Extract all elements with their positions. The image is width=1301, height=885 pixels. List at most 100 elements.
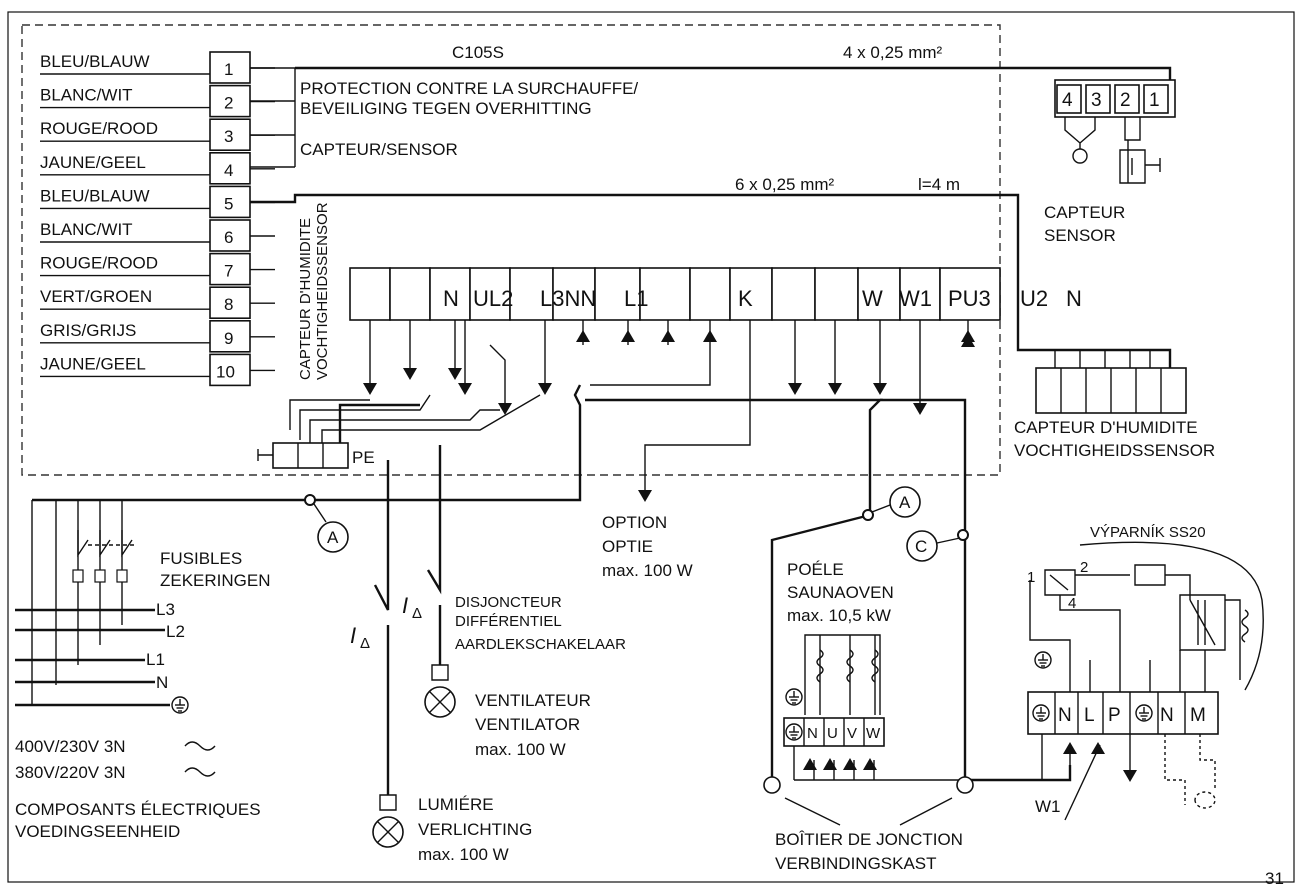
strip-slot-5 <box>552 267 596 321</box>
evaporator-wiring <box>1029 541 1264 720</box>
evaporator-terminal-block <box>1027 691 1219 735</box>
stove-terminal-3: W <box>866 725 881 742</box>
sensor-pin-box-4 <box>1056 84 1082 114</box>
relay-pin-1: 1 <box>1027 569 1035 586</box>
stove-arrow-1 <box>823 758 837 770</box>
fan-fr: VENTILATEUR <box>475 691 591 710</box>
sensor-block-label-nl: SENSOR <box>1044 226 1116 245</box>
arrow-up-2 <box>661 330 675 342</box>
overheat-text-nl: BEVEILIGING TEGEN OVERHITTING <box>300 99 592 118</box>
cable-1-size: 4 x 0,25 mm² <box>843 43 943 62</box>
arrow-down-1 <box>403 368 417 380</box>
junction-leader-left <box>784 797 841 826</box>
ac-symbol-2 <box>184 767 216 777</box>
main-terminal-strip <box>349 267 1001 321</box>
strip-slot-14 <box>939 267 1001 321</box>
relay-pin-4: 4 <box>1068 595 1076 612</box>
strip-label-6: W1 <box>899 286 932 311</box>
stove-heaters <box>804 634 881 715</box>
rcd-sub-1: Δ <box>360 635 370 652</box>
pe-terminal <box>272 442 349 469</box>
stove-terminal-dividers <box>803 718 865 746</box>
arrow-down-7 <box>828 383 842 395</box>
arrow-down-3 <box>458 383 472 395</box>
arrow-down-4 <box>498 403 512 415</box>
sensor-internal-wiring <box>1064 117 1161 184</box>
overheat-text-fr: PROTECTION CONTRE LA SURCHAUFFE/ <box>300 79 638 98</box>
junction-fr: BOÎTIER DE JONCTION <box>775 830 963 849</box>
terminal-number-6: 6 <box>224 228 233 247</box>
evaporator-terminal-dividers <box>1054 692 1186 734</box>
stove-terminal-1: U <box>827 725 838 742</box>
w1-label: W1 <box>1035 797 1061 816</box>
option-fr: OPTION <box>602 513 667 532</box>
cable-1-line <box>295 66 1172 80</box>
cable-2-size: 6 x 0,25 mm² <box>735 175 835 194</box>
light-power: max. 100 W <box>418 845 509 864</box>
terminal-box-7 <box>209 252 251 286</box>
terminal-label-1: BLEU/BLAUW <box>40 52 150 71</box>
sensor-pin-4: 4 <box>1062 90 1073 111</box>
arrow-down-8 <box>873 383 887 395</box>
fan-power: max. 100 W <box>475 740 566 759</box>
pe-label: PE <box>352 448 375 467</box>
supply-wiring <box>15 500 170 707</box>
terminal-label-8: VERT/GROEN <box>40 287 152 306</box>
components-fr: COMPOSANTS ÉLECTRIQUES <box>15 800 261 819</box>
sensor-element <box>1072 148 1088 164</box>
arrow-down-9 <box>913 403 927 415</box>
strip-arrows <box>363 330 1137 782</box>
marker-a-2-text: A <box>899 493 911 512</box>
evap-arrow-down <box>1123 770 1137 782</box>
marker-a-leader-2 <box>871 504 891 513</box>
option-nl: OPTIE <box>602 537 653 556</box>
option-power: max. 100 W <box>602 561 693 580</box>
light-symbol <box>372 794 404 848</box>
evap-terminal-n2: N <box>1160 705 1174 726</box>
strip-slot-12 <box>857 267 901 321</box>
fan-feed <box>426 445 442 665</box>
evap-terminal-n: N <box>1058 705 1072 726</box>
strip-slot-13 <box>899 267 941 321</box>
arrow-down-2 <box>448 368 462 380</box>
strip-slot-0 <box>349 267 391 321</box>
terminal-box-9 <box>209 319 251 353</box>
humidity-block-dividers <box>1054 350 1162 413</box>
strip-label-1: UL2 <box>473 286 513 311</box>
fuses-fr: FUSIBLES <box>160 549 242 568</box>
rcd-sub-2: Δ <box>412 605 422 622</box>
fan-nl: VENTILATOR <box>475 715 580 734</box>
humidity-vertical-nl: VOCHTIGHEIDSSENSOR <box>314 202 331 380</box>
rcd-fr-2: DIFFÉRENTIEL <box>455 613 562 630</box>
marker-a-2 <box>889 486 921 518</box>
strip-label-2: L3NN <box>540 286 596 311</box>
strip-label-9: N <box>1066 286 1082 311</box>
stove-arrow-2 <box>843 758 857 770</box>
sensor-pin-1: 1 <box>1149 90 1160 111</box>
strip-label-5: W <box>862 286 883 311</box>
light-nl: VERLICHTING <box>418 820 532 839</box>
arrow-down-5 <box>538 383 552 395</box>
left-terminal-block: 1BLEU/BLAUW2BLANC/WIT3ROUGE/ROOD4JAUNE/G… <box>40 51 275 387</box>
terminal-label-2: BLANC/WIT <box>40 86 133 105</box>
junction-box-right <box>956 776 974 794</box>
marker-a-1 <box>317 521 349 553</box>
sensor-label: CAPTEUR/SENSOR <box>300 140 458 159</box>
supply-400: 400V/230V 3N <box>15 737 126 756</box>
fan-symbol <box>424 664 456 718</box>
ac-symbol-1 <box>184 741 216 751</box>
arrow-down-6 <box>788 383 802 395</box>
arrow-up-3 <box>703 330 717 342</box>
evap-terminal-l: L <box>1084 705 1095 726</box>
page-number: 31 <box>1265 869 1284 885</box>
rcd-symbol-2: I <box>402 593 408 618</box>
cable-2-line <box>250 193 1172 368</box>
pe-terminal-dividers <box>257 443 324 468</box>
phase-l3: L3 <box>156 600 175 619</box>
stove-nl: SAUNAOVEN <box>787 583 894 602</box>
arrow-up-1 <box>621 330 635 342</box>
rcd-fr-1: DISJONCTEUR <box>455 594 562 611</box>
stove-junction <box>862 509 874 521</box>
terminal-number-4: 4 <box>224 161 233 180</box>
